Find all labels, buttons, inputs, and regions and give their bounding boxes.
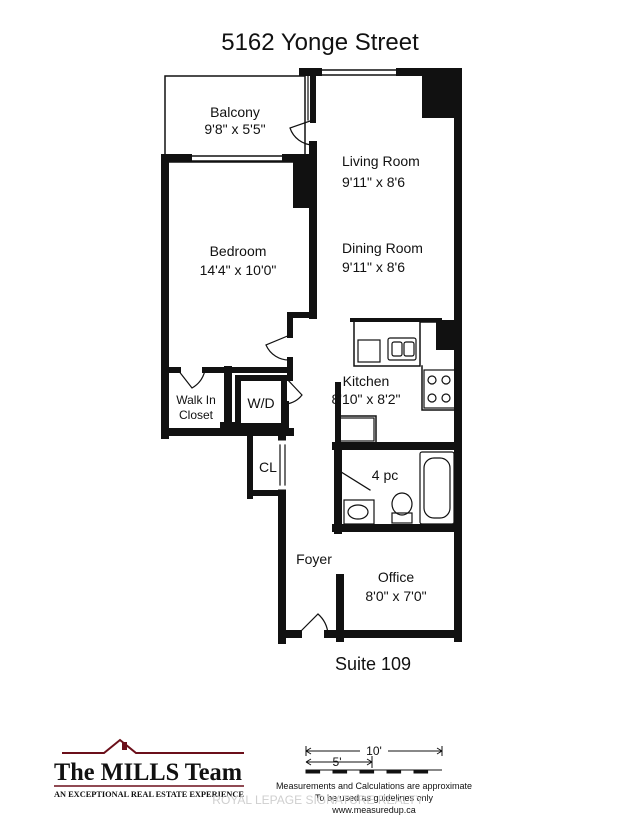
kitchen-base (337, 415, 377, 444)
disclaimer-line-2: To be used as guidelines only (315, 793, 434, 803)
door-wd (285, 377, 303, 405)
cl-label: CL (259, 459, 277, 475)
balcony-outline (164, 75, 306, 163)
bathtub-icon (419, 451, 455, 525)
bedroom-name: Bedroom (210, 243, 267, 259)
bath-label: 4 pc (372, 467, 398, 483)
kitchen-name: Kitchen (343, 373, 390, 389)
door-bedroom (265, 334, 291, 361)
living-name: Living Room (342, 153, 420, 169)
door-swings (177, 119, 329, 635)
plan-walls (161, 68, 462, 644)
logo-tagline: AN EXCEPTIONAL REAL ESTATE EXPERIENCE (54, 790, 244, 799)
fridge-icon (339, 417, 375, 442)
balcony-name: Balcony (210, 104, 260, 120)
toilet-icon (391, 492, 413, 516)
foyer-label: Foyer (296, 551, 332, 567)
roof-icon (62, 738, 244, 754)
scale-10-label: 10' (366, 744, 382, 758)
office-name: Office (378, 569, 415, 585)
walkin-name-1: Walk In (176, 393, 216, 407)
room-labels: Balcony 9'8" x 5'5" Living Room 9'11" x … (176, 104, 426, 604)
disclaimer-line-1: Measurements and Calculations are approx… (276, 781, 472, 791)
dining-size: 9'11" x 8'6 (342, 259, 405, 275)
scale-bar (305, 746, 443, 774)
stove-icon (423, 369, 457, 409)
living-size: 9'11" x 8'6 (342, 174, 405, 190)
door-closet (177, 369, 206, 389)
door-balcony (289, 119, 314, 146)
logo-wordmark: The MILLS Team (54, 759, 242, 786)
office-size: 8'0" x 7'0" (365, 588, 426, 604)
structural-columns (220, 72, 458, 436)
walkin-name-2: Closet (179, 408, 214, 422)
wd-label: W/D (247, 395, 274, 411)
balcony-size: 9'8" x 5'5" (204, 121, 265, 137)
scale-5-label: 5' (333, 755, 342, 769)
kitchen-sink-icon (387, 337, 417, 361)
mills-team-logo: The MILLS Team AN EXCEPTIONAL REAL ESTAT… (54, 738, 244, 799)
watermark: ROYAL LEPAGE SIGNATURE REALTY (212, 793, 423, 807)
door-entry (297, 613, 329, 635)
bathroom-sink-icon (343, 499, 375, 525)
dishwasher-icon (357, 339, 381, 363)
suite-label: Suite 109 (335, 654, 411, 674)
fixtures (339, 337, 457, 525)
page-title: 5162 Yonge Street (221, 29, 419, 56)
bedroom-size: 14'4" x 10'0" (200, 262, 277, 278)
disclaimer-line-3: www.measuredup.ca (331, 805, 416, 815)
kitchen-size: 8'10" x 8'2" (332, 391, 401, 407)
dining-name: Dining Room (342, 240, 423, 256)
